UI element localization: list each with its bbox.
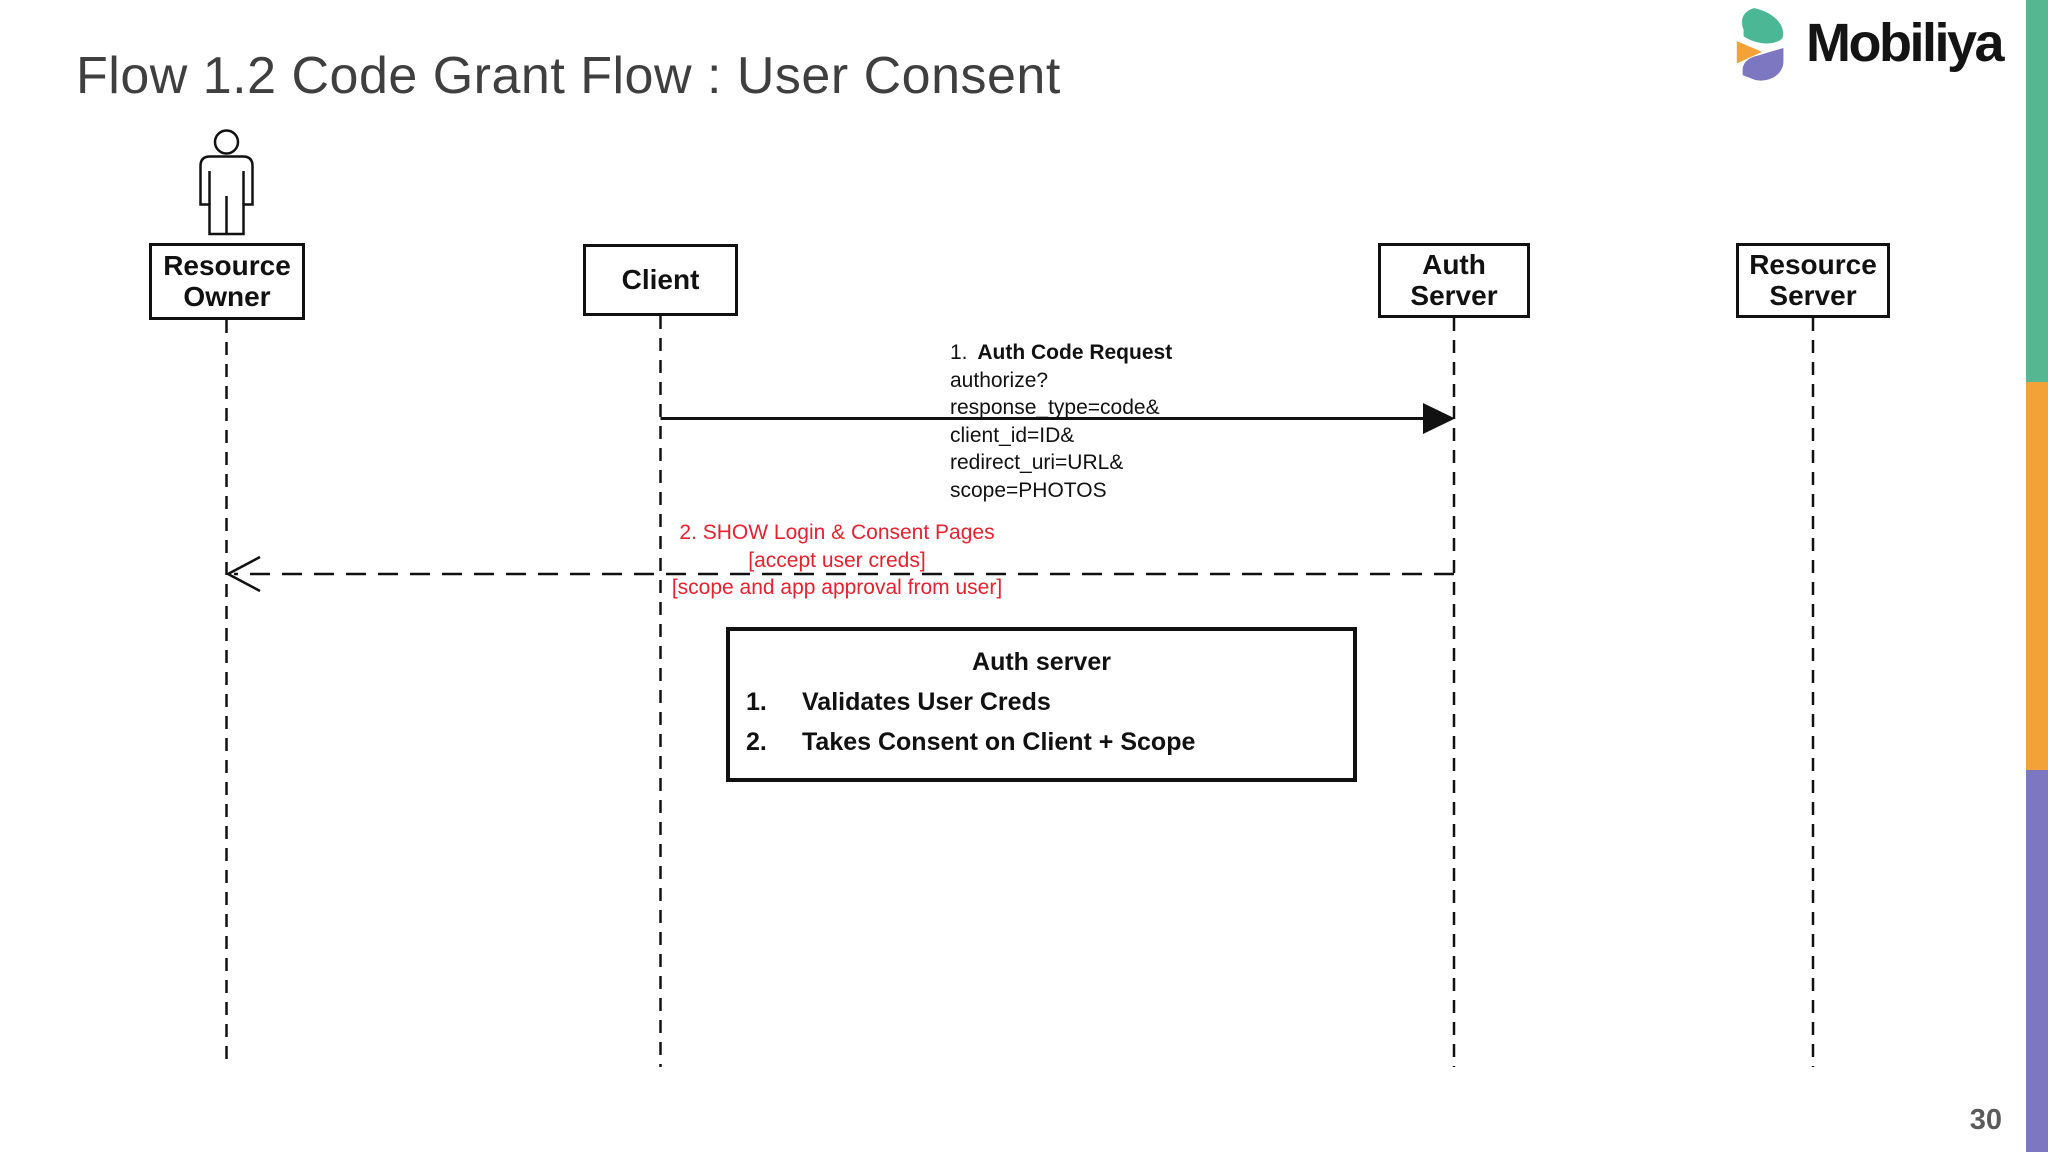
lifeline-label: Resource Owner <box>163 249 291 312</box>
mobiliya-logo-icon <box>1736 8 1784 81</box>
lifeline-label: Client <box>621 263 700 295</box>
message-line: client_id=ID& <box>950 423 1075 447</box>
lifeline-label: Auth Server <box>1410 248 1498 311</box>
message-show-login-label: 2. SHOW Login & Consent Pages [accept us… <box>637 519 1037 602</box>
message-line: scope=PHOTOS <box>950 478 1107 502</box>
message-line: 2. SHOW Login & Consent Pages <box>679 521 995 544</box>
note-item-number: 2. <box>746 728 767 756</box>
note-title: Auth server <box>972 648 1111 676</box>
message-number: 1. <box>950 341 968 364</box>
actor-person-icon <box>199 129 254 236</box>
lifeline-box-client: Client <box>583 244 738 316</box>
brand-logo: Mobiliya <box>1730 6 2005 86</box>
lifeline-box-resource-owner: Resource Owner <box>149 243 305 320</box>
note-item: 2. Takes Consent on Client + Scope <box>730 727 1353 757</box>
note-item-text: Takes Consent on Client + Scope <box>802 728 1196 756</box>
lifeline-box-auth-server: Auth Server <box>1378 243 1530 318</box>
message-line: response_type=code& <box>950 396 1160 419</box>
brand-name: Mobiliya <box>1806 13 2005 73</box>
accent-stripe-orange <box>2026 382 2048 770</box>
note-item-text: Validates User Creds <box>802 688 1051 716</box>
message-line: redirect_uri=URL& <box>950 451 1124 474</box>
message-line: authorize? <box>950 368 1049 392</box>
message-line: [scope and app approval from user] <box>671 576 1003 599</box>
accent-stripe-green <box>2026 0 2048 382</box>
message-line: [accept user creds] <box>748 548 926 572</box>
note-auth-server: Auth server 1. Validates User Creds 2. T… <box>726 627 1357 782</box>
page-number: 30 <box>1969 1104 2002 1136</box>
message-title: Auth Code Request <box>977 341 1173 364</box>
accent-stripe-purple <box>2026 770 2048 1152</box>
lifeline-label: Resource Server <box>1749 248 1877 311</box>
message-auth-code-request-label: 1. Auth Code Request authorize? response… <box>950 339 1270 504</box>
page-title: Flow 1.2 Code Grant Flow : User Consent <box>76 47 1061 105</box>
note-item: 1. Validates User Creds <box>730 687 1353 717</box>
note-item-number: 1. <box>746 688 767 716</box>
lifeline-box-resource-server: Resource Server <box>1736 243 1890 318</box>
message-line: 1. Auth Code Request <box>950 339 1270 367</box>
